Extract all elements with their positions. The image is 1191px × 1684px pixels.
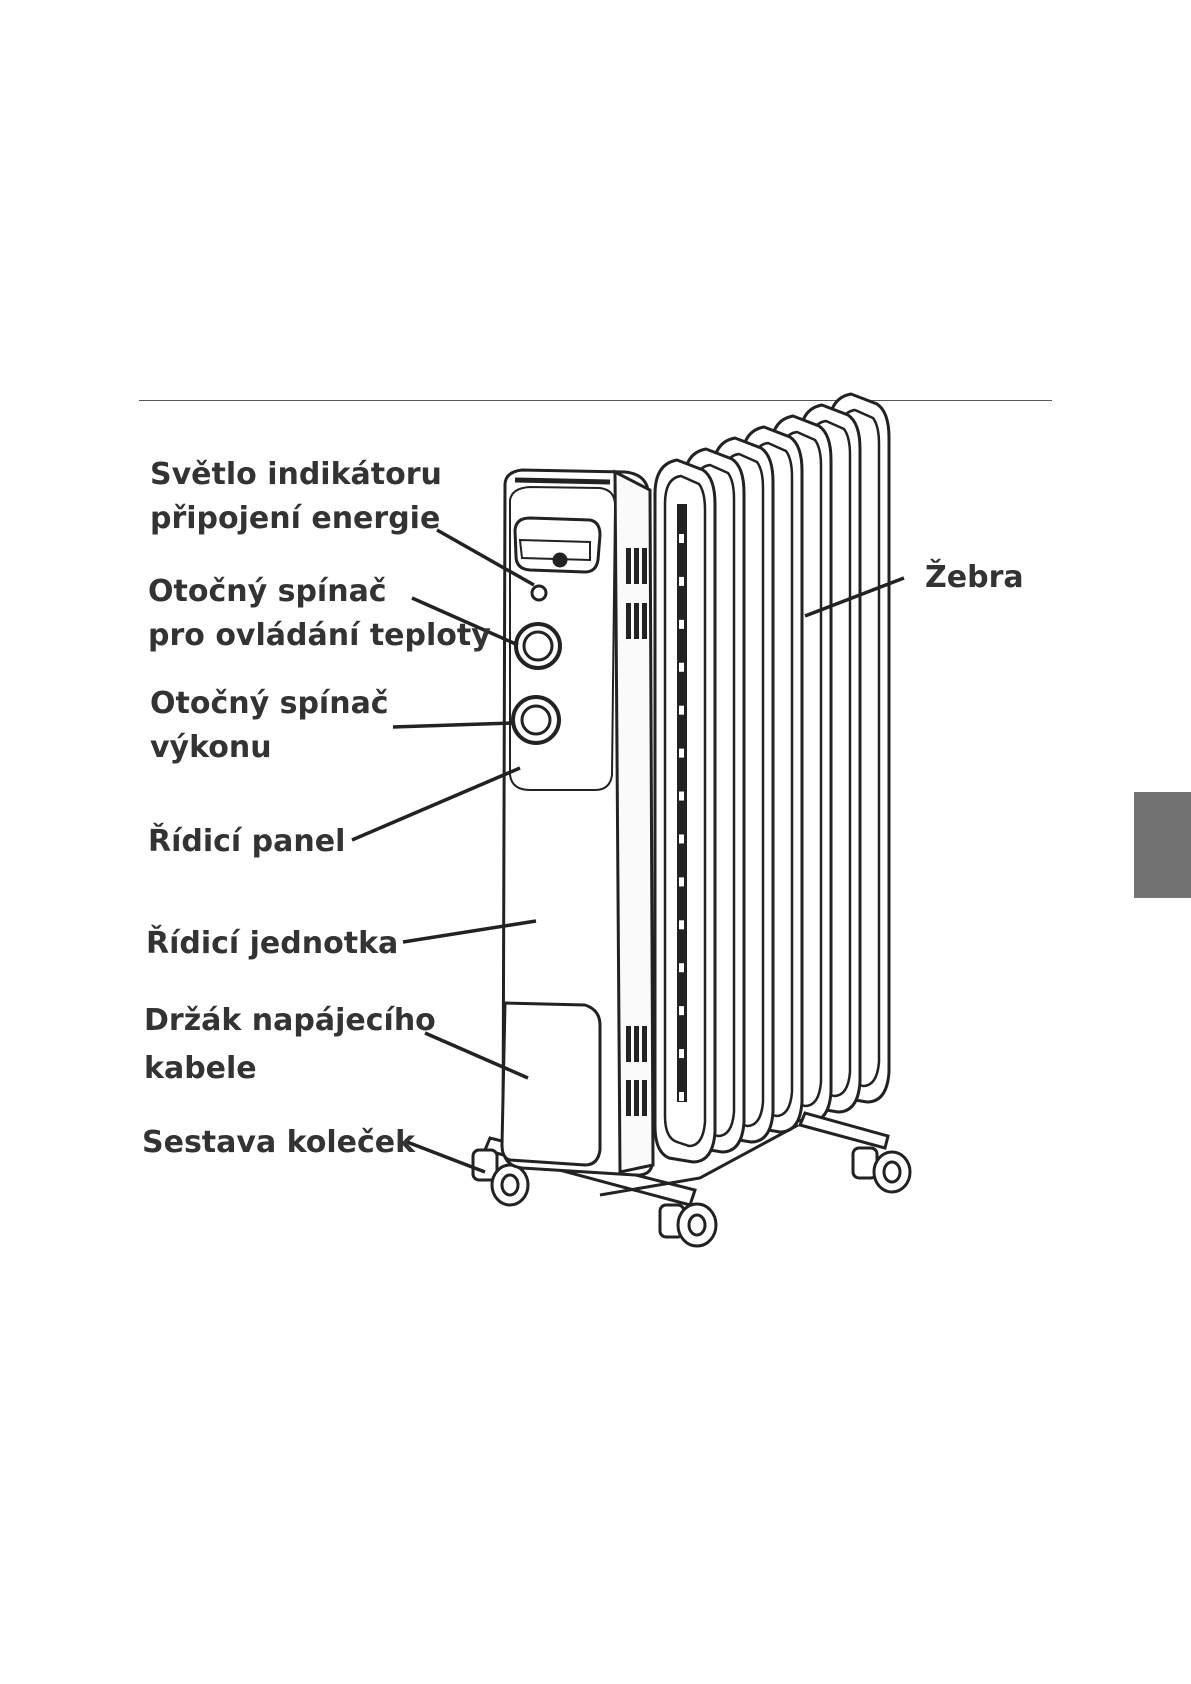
label-cord-holder: Držák napájecího kabele — [144, 1003, 446, 1086]
power-knob[interactable] — [511, 695, 561, 745]
label-indicator-light: Světlo indikátoru připojení energie — [150, 457, 452, 536]
wheel-assembly — [471, 1146, 912, 1248]
section-tab — [1134, 792, 1191, 898]
labels: Světlo indikátoru připojení energie Otoč… — [142, 457, 1024, 1160]
label-wheel-assembly: Sestava koleček — [142, 1125, 416, 1160]
temperature-knob[interactable] — [514, 622, 562, 670]
label-control-panel: Řídicí panel — [148, 823, 345, 859]
label-control-unit: Řídicí jednotka — [146, 925, 398, 961]
control-unit-body — [500, 468, 655, 1177]
side-vents — [626, 548, 647, 1116]
wheel-front-center — [658, 1202, 718, 1248]
fin-1 — [653, 458, 717, 1164]
wheel-front-left — [471, 1148, 530, 1207]
leader-lines — [351, 528, 905, 1174]
label-fins: Žebra — [925, 559, 1024, 595]
fins-group — [653, 392, 891, 1164]
label-power-knob: Otočný spínač výkonu — [150, 686, 399, 765]
indicator-light-icon — [530, 584, 548, 602]
label-temperature-knob: Otočný spínač pro ovládání teploty — [148, 574, 491, 653]
wheel-back-right — [851, 1146, 912, 1194]
header-rule — [139, 400, 1052, 401]
cord-holder — [500, 1001, 602, 1167]
